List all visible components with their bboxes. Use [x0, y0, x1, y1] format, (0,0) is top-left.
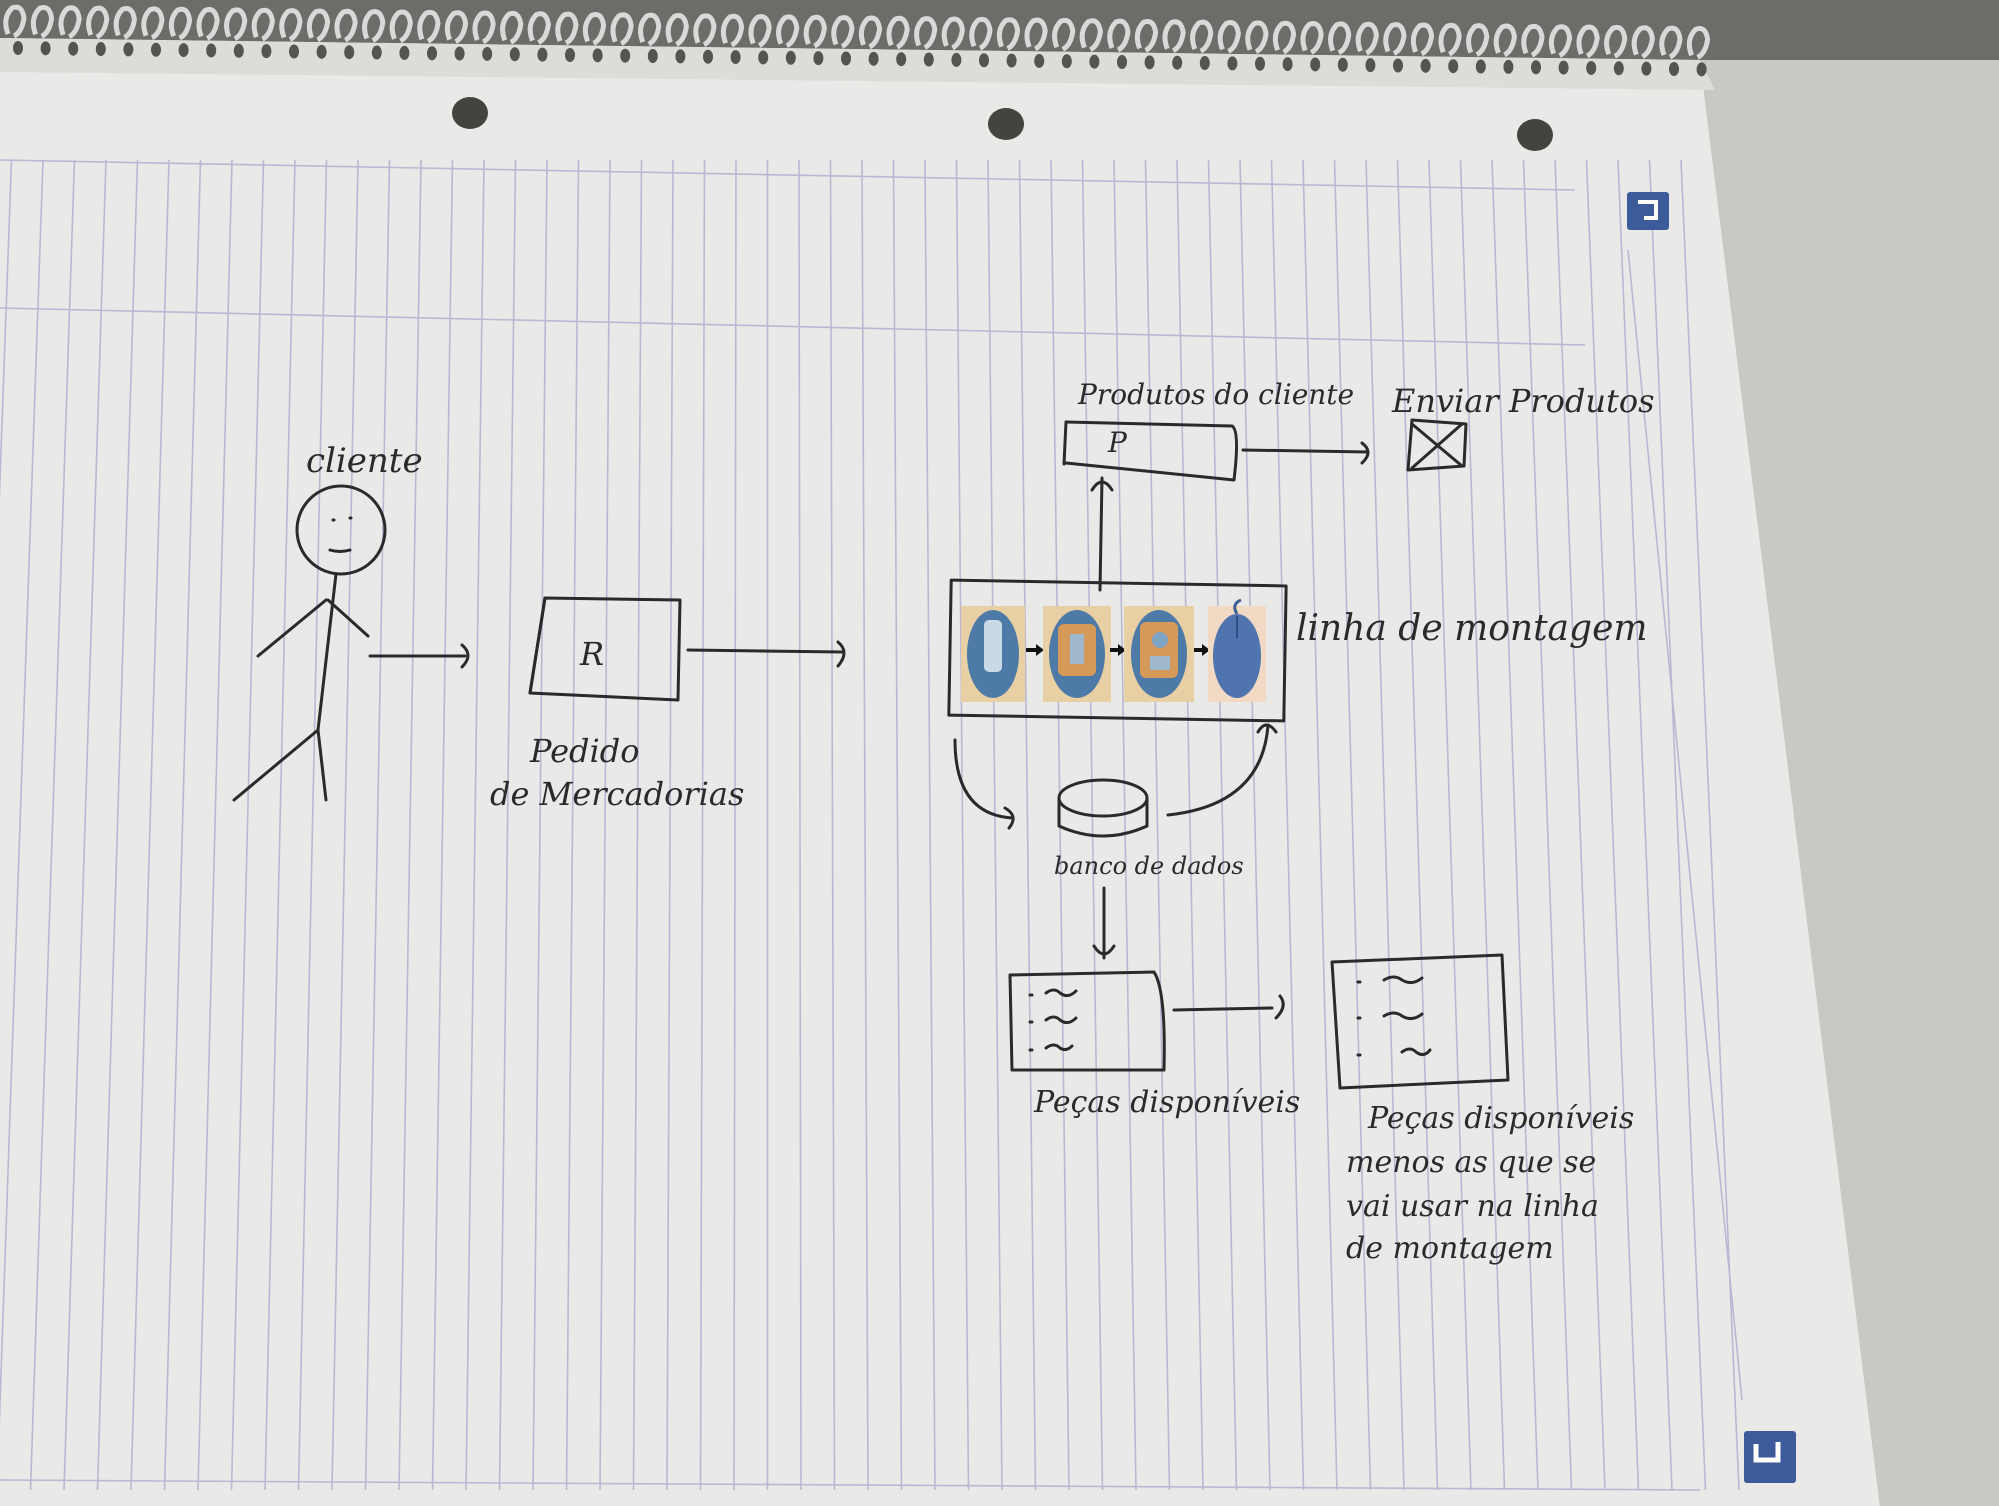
actor-stick-figure [232, 484, 387, 802]
arrow-assembly-to-database [953, 738, 1015, 830]
arrow-order-to-assembly [686, 640, 846, 668]
arrow-assembly-to-products [1090, 476, 1114, 592]
parts-list-box [1008, 970, 1166, 1072]
remaining-caption-line2: menos as que se [1346, 1145, 1596, 1180]
punch-holes [452, 97, 1553, 151]
order-symbol: R [579, 635, 604, 673]
products-box [1062, 420, 1239, 482]
products-caption: Produtos do cliente [1077, 378, 1354, 411]
order-caption-line2: de Mercadorias [490, 775, 744, 813]
ruled-lines [0, 159, 1743, 1491]
page-tab-bottom [1744, 1431, 1796, 1483]
actor-label: cliente [306, 441, 423, 481]
database-caption: banco de dados [1054, 852, 1244, 880]
mouse-step-3-image [1124, 606, 1194, 702]
arrow-products-to-ship [1241, 441, 1370, 465]
mouse-step-4-image [1208, 598, 1266, 702]
mouse-step-2-image [1043, 606, 1111, 702]
step-arrow-icon [1026, 644, 1044, 656]
parts-caption: Peças disponíveis [1033, 1085, 1300, 1120]
assembly-line-photos [961, 598, 1266, 702]
arrow-database-to-parts [1092, 886, 1116, 960]
remaining-caption-line1: Peças disponíveis [1367, 1101, 1634, 1136]
assembly-caption: linha de montagem [1296, 608, 1648, 649]
mouse-step-1-image [961, 606, 1025, 702]
arrow-actor-to-order [368, 643, 470, 669]
remaining-caption-line4: de montagem [1346, 1231, 1554, 1266]
step-arrow-icon [1194, 644, 1210, 656]
assembly-line-frame [947, 578, 1288, 723]
remaining-parts-box [1330, 953, 1510, 1090]
arrow-database-to-assembly [1166, 723, 1278, 817]
products-symbol: P [1107, 426, 1128, 459]
ship-caption: Enviar Produtos [1391, 382, 1655, 420]
database-cylinder [1057, 778, 1149, 838]
order-box [528, 596, 682, 702]
step-arrow-icon [1110, 644, 1126, 656]
ship-box [1406, 418, 1468, 472]
spiral-binding [3, 4, 1711, 77]
page-tab-top [1627, 192, 1669, 230]
arrow-parts-to-remaining [1172, 994, 1285, 1020]
remaining-caption-line3: vai usar na linha [1346, 1189, 1599, 1224]
order-caption-line1: Pedido [529, 732, 640, 770]
